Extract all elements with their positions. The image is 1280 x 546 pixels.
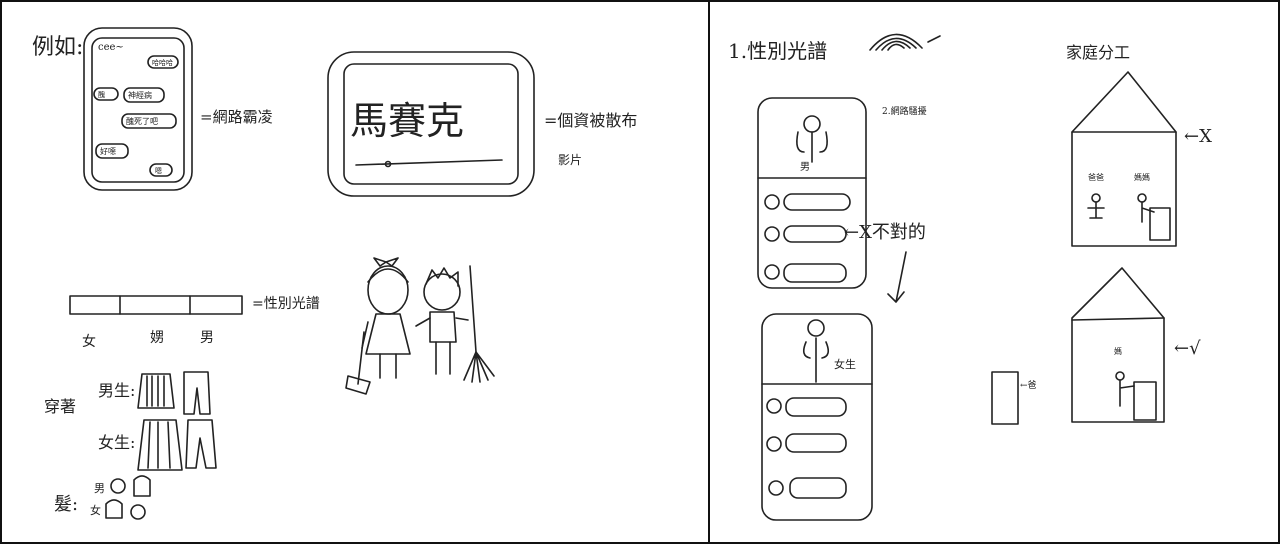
phone-sketch-wrong <box>757 97 867 289</box>
spectrum-label: =性別光譜 <box>252 296 320 312</box>
hair-female-label: 女 <box>90 503 101 517</box>
tv-screen <box>343 63 519 185</box>
pants-icon <box>185 419 217 469</box>
dad-outside-sketch <box>991 371 1019 425</box>
chat-bubble <box>123 87 165 103</box>
person-icon <box>803 115 821 133</box>
right-sketch-canvas: 1.性別光譜 家庭分工 男 2.網路騷擾 ←X不對的 女生 ←X 爸爸 媽媽 <box>728 33 1212 521</box>
male-tag: 男 <box>800 161 810 173</box>
dad2-label: ←爸 <box>1020 379 1037 391</box>
chat-bubble-text: 好噁 <box>100 146 116 156</box>
mom2-label: 媽 <box>1114 346 1122 356</box>
video-label: 影片 <box>558 153 582 167</box>
spectrum-tick-female: 女 <box>82 333 96 350</box>
chat-bubble <box>121 113 177 129</box>
chat-bubble-text: 嗯 <box>155 167 162 175</box>
dad-label: 爸爸 <box>1088 172 1104 182</box>
video-progress-knob <box>384 160 392 168</box>
person-icon <box>807 319 825 337</box>
right-sketch-panel: 1.性別光譜 家庭分工 男 2.網路騷擾 ←X不對的 女生 ←X 爸爸 媽媽 <box>709 0 1280 544</box>
house-sketch-wrong <box>1071 71 1177 247</box>
chat-bubble-text: 哈哈哈 <box>152 58 173 67</box>
chat-bubble-text: 醜死了吧 <box>126 116 158 126</box>
long-hair-icon <box>105 499 123 519</box>
harassment-note: 2.網路騷擾 <box>882 105 927 117</box>
hair-label: 髮: <box>54 493 78 515</box>
skirt-icon <box>137 419 183 471</box>
chat-bubble <box>149 163 173 177</box>
long-hair-icon <box>133 475 151 497</box>
chat-bubble-text: 神經病 <box>128 90 152 100</box>
chat-bubble <box>147 55 179 69</box>
short-hair-icon <box>130 504 146 520</box>
skirt-icon <box>137 373 175 409</box>
mom-label: 媽媽 <box>1134 172 1150 182</box>
girl-tag: 女生 <box>834 357 856 371</box>
chat-bubble <box>93 87 119 101</box>
privacy-label: =個資被散布 <box>544 111 637 130</box>
chat-bubble <box>95 143 129 159</box>
video-progress-bar <box>355 159 503 166</box>
short-hair-icon <box>110 478 126 494</box>
example-label: 例如: <box>32 35 83 60</box>
phone-screen <box>91 37 185 183</box>
wrong-label: ←X不對的 <box>844 222 926 243</box>
rainbow-icon <box>869 33 923 51</box>
left-sketch-canvas: 例如: cee~ 哈哈哈 醜 神經病 醜死了吧 好噁 嗯 =網路霸凌 馬賽克 =… <box>32 27 637 520</box>
down-arrow-icon <box>887 251 907 303</box>
housework-title: 家庭分工 <box>1066 43 1130 62</box>
cyberbullying-label: =網路霸凌 <box>200 108 273 126</box>
spectrum-tick-middle: 娚 <box>150 330 164 346</box>
female-label: 女生: <box>98 433 135 452</box>
children-sweeping-illustration <box>345 257 495 395</box>
wrong-mark: ←X <box>1184 126 1212 147</box>
correct-mark: ←√ <box>1174 338 1201 359</box>
tv-mosaic-text: 馬賽克 <box>350 99 464 143</box>
spectrum-title: 1.性別光譜 <box>728 39 827 63</box>
tv-sketch <box>327 51 535 197</box>
gender-spectrum-bar <box>69 295 243 315</box>
chat-bubble-text: 醜 <box>98 90 105 99</box>
clothing-label: 穿著 <box>44 397 76 416</box>
phone-sketch-right <box>761 313 873 521</box>
phone-sketch <box>83 27 193 191</box>
male-label: 男生: <box>98 381 135 400</box>
phone-top-text: cee~ <box>98 42 124 53</box>
left-sketch-panel: 例如: cee~ 哈哈哈 醜 神經病 醜死了吧 好噁 嗯 =網路霸凌 馬賽克 =… <box>0 0 709 544</box>
house-sketch-right <box>1071 267 1165 423</box>
hair-male-label: 男 <box>94 482 105 495</box>
pants-icon <box>183 371 211 415</box>
spectrum-tick-male: 男 <box>200 330 214 346</box>
